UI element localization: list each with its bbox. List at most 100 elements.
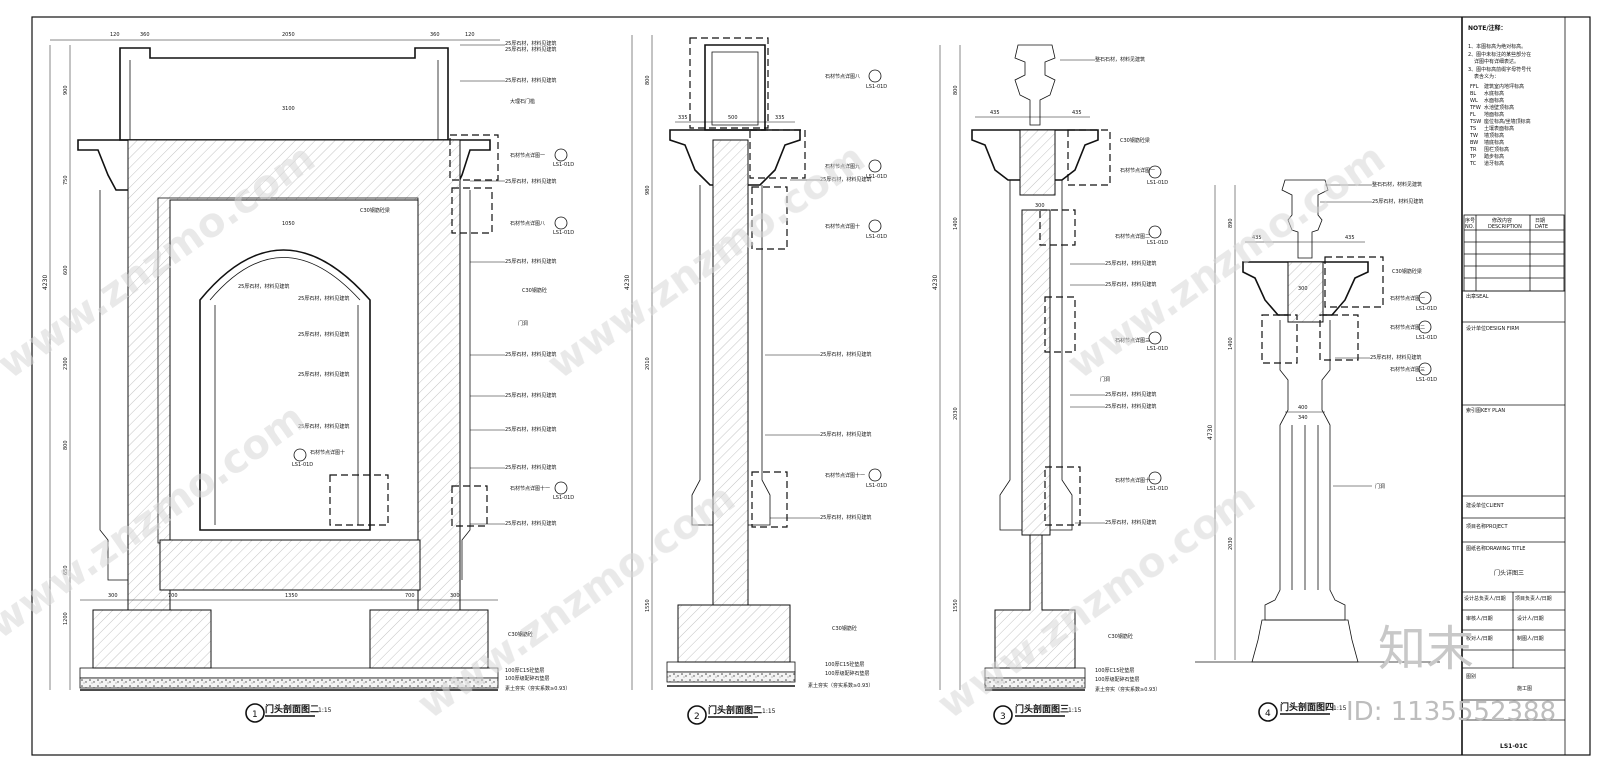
s1-label-ref1: LS1-01D xyxy=(553,162,574,168)
s1-label-gravel: 100厚级配碎石垫层 xyxy=(505,675,550,682)
s4-label-flat-stone: 整石石材，材料见建筑 xyxy=(1372,181,1422,188)
s3-dim-left-3: 2030 xyxy=(953,407,959,420)
s1-dim-top-4: 360 xyxy=(430,32,440,38)
s2-label-ref2: LS1-01D xyxy=(866,174,887,180)
s2-labels: 石材节点详图八 LS1-01D 石材节点详图九 LS1-01D 25厚石材，材料… xyxy=(765,69,887,689)
s1-label-stone-7: 25厚石材，材料见建筑 xyxy=(298,295,349,302)
s2-dim-top-3: 335 xyxy=(775,115,785,121)
abbr-desc-3: 水面标高 xyxy=(1484,97,1504,104)
s2-label-stone-3: 25厚石材，材料见建筑 xyxy=(820,431,871,438)
s1-label-door: 门洞 xyxy=(518,320,528,327)
s1-label-stone-4: 25厚石材，材料见建筑 xyxy=(505,178,556,185)
s1-label-node10: 石材节点详图十 xyxy=(310,449,345,456)
sign-1b: 项目负责人/日期 xyxy=(1515,595,1552,602)
client-label-en: CLIENT xyxy=(1486,503,1505,509)
abbr-desc-7: 土壤表面标高 xyxy=(1484,125,1514,132)
abbr-desc-10: 围栏顶标高 xyxy=(1484,146,1509,153)
s3-label-ref1: LS1-01D xyxy=(1147,180,1168,186)
sign-3a: 校对人/日期 xyxy=(1466,635,1493,642)
s1-dim-left-7: 1200 xyxy=(63,612,69,625)
s2-label-stone-4: 25厚石材，材料见建筑 xyxy=(820,514,871,521)
key-plan-label: 索引图 xyxy=(1466,407,1481,414)
s2-label-cushion: 100厚C15砼垫层 xyxy=(825,661,864,668)
s4-dim-mid-3: 300 xyxy=(1298,286,1308,292)
s3-label-stone-1: 25厚石材，材料见建筑 xyxy=(1105,260,1156,267)
abbr-desc-12: 道牙标高 xyxy=(1484,160,1504,167)
s4-label-concrete-beam: C30钢筋砼梁 xyxy=(1392,268,1422,275)
s1-dim-bot-4: 700 xyxy=(405,593,415,599)
s3-label-stone-4: 25厚石材，材料见建筑 xyxy=(1105,403,1156,410)
s3-dim-left-1: 800 xyxy=(953,85,959,95)
phase-value: 施工图 xyxy=(1517,685,1532,692)
brand-logo: 知末 xyxy=(1378,621,1474,677)
s2-label-ref4: LS1-01D xyxy=(866,483,887,489)
s1-dim-bot-5: 300 xyxy=(450,593,460,599)
s2-label-ref1: LS1-01D xyxy=(866,84,887,90)
s1-dim-top-2: 360 xyxy=(140,32,150,38)
rev-col-date: 日期 xyxy=(1535,218,1545,224)
abbr-desc-6: 座位标高/坐墙顶标高 xyxy=(1484,118,1531,125)
s4-label-stone-2: 25厚石材，材料见建筑 xyxy=(1370,354,1421,361)
s1-label-concrete: C30钢筋砼 xyxy=(522,287,547,294)
s1-title-scale: 1:15 xyxy=(318,707,332,714)
s3-dim-left-2: 1400 xyxy=(953,217,959,230)
s3-label-node2: 石材节点详图二 xyxy=(1115,233,1150,240)
s2-dim-left-3: 2010 xyxy=(645,357,651,370)
s4-title-scale: 1:15 xyxy=(1333,705,1347,712)
s1-label-stone-8: 25厚石材，材料见建筑 xyxy=(298,331,349,338)
s3-label-ref3: LS1-01D xyxy=(1147,346,1168,352)
notes-line-2: 2、图中未标注的某些部分在 xyxy=(1468,51,1531,58)
rev-col-no: 序号 xyxy=(1465,217,1475,224)
abbr-desc-4: 水池壁顶标高 xyxy=(1484,104,1514,111)
section-1: 120 360 2050 360 120 4230 900 750 600 23… xyxy=(42,32,574,723)
abbr-code-11: TP xyxy=(1469,154,1476,160)
s1-dim-left-1: 900 xyxy=(63,85,69,95)
s4-dim-left-1: 890 xyxy=(1228,218,1234,228)
s1-label-stone-12: 25厚石材，材料见建筑 xyxy=(298,423,349,430)
s1-footing-right xyxy=(369,609,489,669)
s1-label-stone-14: 25厚石材，材料见建筑 xyxy=(505,464,556,471)
sheet-border xyxy=(31,16,1591,756)
s1-label-stone-13: 25厚石材，材料见建筑 xyxy=(505,426,556,433)
s1-label-stone-15: 25厚石材，材料见建筑 xyxy=(505,520,556,527)
design-unit-label-en: DESIGN FIRM xyxy=(1486,326,1519,332)
stamp-label: 出章 xyxy=(1466,293,1476,300)
s1-title-text: 门头剖面图二 xyxy=(265,703,319,715)
s1-label-stone-3: 25厚石材，材料见建筑 xyxy=(505,77,556,84)
s1-dim-bot-1: 300 xyxy=(108,593,118,599)
s1-dim-left-5: 800 xyxy=(63,440,69,450)
abbr-code-3: WL xyxy=(1470,98,1478,104)
s2-label-gravel: 100厚级配碎石垫层 xyxy=(825,670,870,677)
s3-label-gravel: 100厚级配碎石垫层 xyxy=(1095,676,1140,683)
s3-label-door: 门洞 xyxy=(1100,376,1110,383)
s1-label-sill: 大理石门槛 xyxy=(510,98,535,105)
s4-title-text: 门头剖面图四 xyxy=(1280,701,1334,713)
s1-labels: 25厚石材，材料见建筑 25厚石材，材料见建筑 25厚石材，材料见建筑 大理石门… xyxy=(238,40,574,692)
s2-title-scale: 1:15 xyxy=(762,708,776,715)
s1-label-concrete-beam: C30钢筋砼梁 xyxy=(360,207,390,214)
s1-label-node11: 石材节点详图十一 xyxy=(510,485,550,492)
s2-label-node11: 石材节点详图十一 xyxy=(825,472,865,479)
s1-dim-bot-2: 700 xyxy=(168,593,178,599)
section-4: 4730 890 1400 2030 435 435 400 340 300 整… xyxy=(1195,179,1440,722)
s2-dim-top-1: 335 xyxy=(678,115,688,121)
drawing-name: 门头详图三 xyxy=(1494,569,1524,577)
s3-label-node3: 石材节点详图三 xyxy=(1115,337,1150,344)
abbr-desc-5: 地面标高 xyxy=(1484,111,1504,118)
s2-label-stone-1: 25厚石材，材料见建筑 xyxy=(820,176,871,183)
abbr-code-2: BL xyxy=(1470,91,1476,97)
s1-dim-bot-3: 1350 xyxy=(285,593,298,599)
s3-dim-top-1: 435 xyxy=(990,110,1000,116)
s2-dim-left-1: 800 xyxy=(645,75,651,85)
s2-dim-top-2: 500 xyxy=(728,115,738,121)
s3-label-ref4: LS1-01D xyxy=(1147,486,1168,492)
s4-title-num: 4 xyxy=(1265,709,1271,719)
s2-title-text: 门头剖面图二 xyxy=(708,704,762,716)
s4-label-stone-1: 25厚石材，材料见建筑 xyxy=(1372,198,1423,205)
abbr-desc-8: 墙顶标高 xyxy=(1484,132,1504,139)
s1-dim-left-2: 750 xyxy=(63,175,69,185)
s3-label-cushion: 100厚C15砼垫层 xyxy=(1095,667,1134,674)
s1-label-ref2: LS1-01D xyxy=(553,230,574,236)
abbr-desc-9: 墙底标高 xyxy=(1484,139,1504,146)
abbr-code-8: TW xyxy=(1469,133,1478,139)
